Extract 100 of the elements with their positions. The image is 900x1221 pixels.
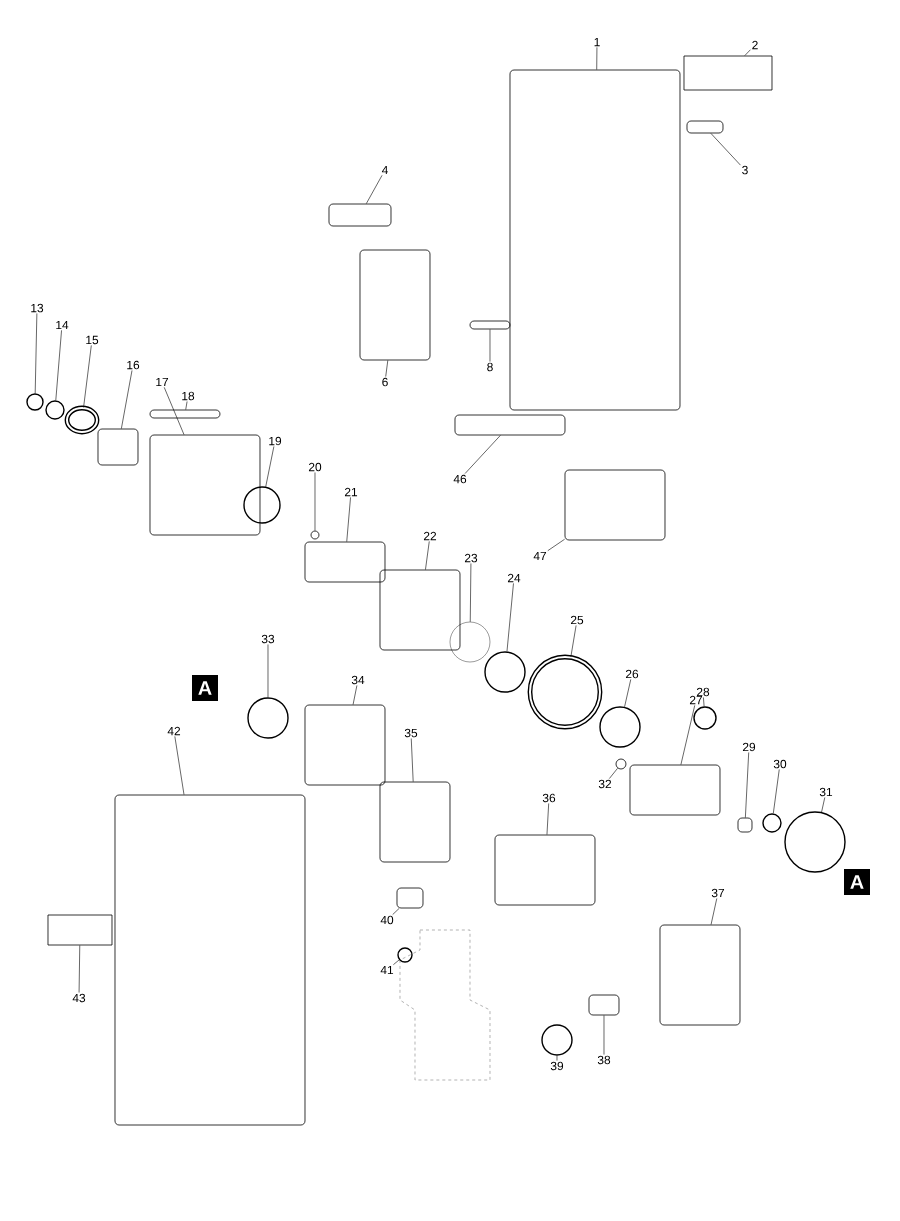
callout-number: 27 [689,695,703,705]
callout-number: 19 [269,436,282,446]
callout-number: 22 [423,531,437,541]
leader-line [773,769,780,814]
leader-line [703,697,705,707]
leader-line [469,563,472,623]
leader-line [366,175,383,204]
ring-drawing [484,651,526,693]
callout-number: 26 [625,669,639,679]
gear-drawing [693,706,717,730]
callout-number: 25 [570,615,584,625]
screw-drawing [397,947,413,963]
callout-number: 23 [464,553,478,563]
callout-number: 43 [72,993,86,1003]
callout-number: 13 [31,303,44,313]
leader-line [34,313,38,394]
housing-drawing [509,69,681,411]
leader-line [352,685,358,705]
brush-holder-drawing [588,994,620,1016]
callout-number: 34 [351,675,365,685]
callout-number: 28 [696,687,710,697]
leader-line [570,625,577,658]
callout-number: 3 [742,165,748,175]
callout-number: 1 [594,37,600,47]
leader-line [185,401,188,410]
leader-line [346,497,351,542]
motor-housing-drawing [659,924,741,1026]
callout-number: 18 [182,391,195,401]
callout-number: 36 [542,793,556,803]
callout-number: 31 [819,787,833,797]
callout-number: 29 [742,742,756,752]
callout-number: 39 [550,1061,564,1071]
leader-line [314,472,316,531]
hammer-drawing [379,569,461,651]
callout-number: 8 [487,362,493,372]
callout-number: 35 [404,728,418,738]
pin-drawing [469,320,511,330]
leader-line [55,330,62,401]
leader-line [547,538,565,551]
leader-line [385,360,389,377]
leader-line [680,705,696,765]
ring-drawing [45,400,65,420]
o-ring-drawing [449,621,491,663]
callout-number: 14 [56,320,69,330]
reference-mark: A [192,675,218,701]
callout-number: 40 [380,915,394,925]
callout-number: 33 [261,634,275,644]
screw-drawing [149,409,221,419]
ball-drawing [615,758,627,770]
callout-number: 38 [597,1055,611,1065]
cap-drawing [541,1024,573,1056]
switch-drawing [359,249,431,361]
ring-drawing [599,706,641,748]
callout-number: 46 [453,474,467,484]
pin-drawing [737,817,753,833]
callout-number: 24 [507,573,521,583]
callout-number: 30 [773,759,787,769]
leader-line [410,738,414,782]
screw-drawing [686,120,724,134]
callout-number: 20 [308,462,322,472]
gear-housing-drawing [304,704,386,786]
spring-drawing [527,654,603,730]
callout-number: 15 [86,335,99,345]
leader-line [603,1015,605,1055]
bearing-drawing [247,697,289,739]
callout-number: 21 [344,487,358,497]
leader-line [83,345,92,408]
sleeve-drawing [379,781,451,863]
leader-line [464,435,501,474]
callout-number: 16 [127,360,140,370]
callout-number: 37 [711,888,725,898]
leader-line [546,803,549,835]
leader-line [710,898,718,925]
leader-line [489,329,491,362]
callout-number: 17 [156,377,169,387]
leader-line [624,679,632,708]
ring-gear-drawing [784,811,846,873]
callout-number: 47 [533,551,547,561]
leader-line [506,583,514,652]
callout-number: 2 [752,40,758,50]
label-plate-drawing [683,55,773,91]
washer-drawing [762,813,782,833]
leader-line [78,945,81,993]
leader-line [121,370,133,429]
anvil-drawing [304,541,386,583]
armature-drawing [494,834,596,906]
leader-line [821,797,826,813]
plate-drawing [396,887,424,909]
leader-line [710,133,741,166]
controller-drawing [564,469,666,541]
sleeve-drawing [97,428,139,466]
leader-line [744,49,751,56]
leader-line [393,959,400,965]
callout-number: 32 [598,779,612,789]
callout-number: 6 [382,377,388,387]
leader-line [609,767,618,779]
leader-line [267,644,269,698]
callout-number: 4 [381,165,388,175]
leader-line [596,47,598,70]
spring-drawing [64,405,100,435]
